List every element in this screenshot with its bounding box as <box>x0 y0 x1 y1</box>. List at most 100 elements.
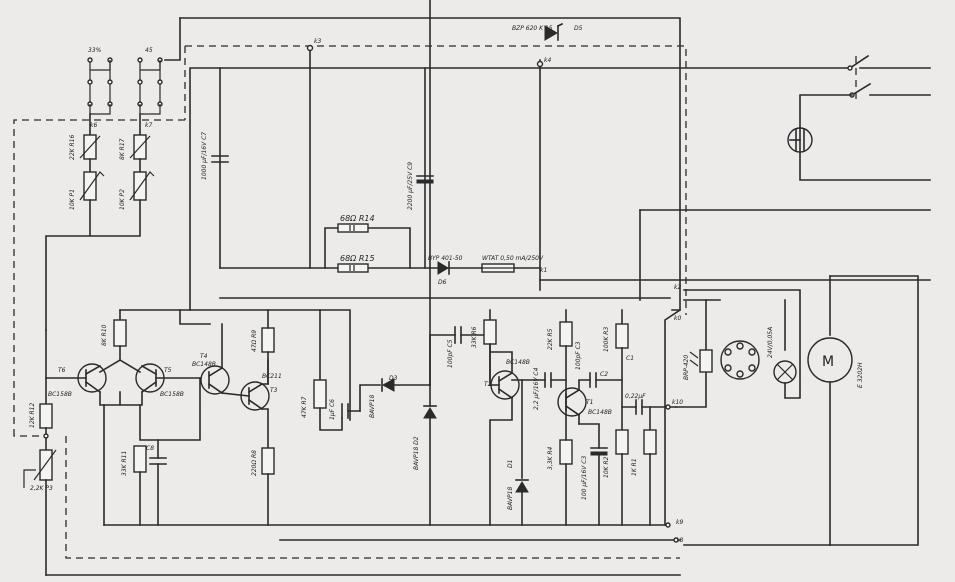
indicator-lamp-icon: 24V/0,05A <box>767 327 797 384</box>
d6-label: D6 <box>438 279 447 286</box>
capacitor-c6: 1μF C6 <box>329 399 349 420</box>
t3-label: T3 <box>270 387 278 394</box>
r3-label: 100K R3 <box>603 327 610 352</box>
c6-label: 1μF C6 <box>329 399 336 420</box>
k3-label: k3 <box>314 38 321 45</box>
k2-label: k2 <box>674 284 681 291</box>
resistor-r9: 47Ω R9 <box>251 327 275 353</box>
c5-label: 100pF C5 <box>447 339 454 368</box>
k1-label: k1 <box>540 267 547 274</box>
power-switch <box>789 54 931 181</box>
r6-label: 33K R6 <box>471 326 478 348</box>
capacitor-c5: 100pF C5 <box>447 326 462 368</box>
resistor-r8: 220Ω R8 <box>251 447 275 476</box>
resistor-r5: 22K R5 <box>547 321 573 350</box>
resistor-r7: 47K R7 <box>301 379 327 418</box>
t2-label: T2 <box>484 381 492 388</box>
r7-label: 47K R7 <box>301 396 308 418</box>
transistor-t2: T2 BC148B <box>484 359 530 400</box>
t4-type-label: BC148B <box>192 361 216 368</box>
zener-diode-d5: BZP 620 K 15 D5 <box>512 22 583 41</box>
resistor-r14: 68Ω R14 <box>337 214 375 233</box>
c1-value-label: 0,22μF <box>625 393 646 400</box>
t1-label: T1 <box>586 399 593 406</box>
r8-label: 220Ω R8 <box>251 450 258 476</box>
photo-sensor-icon: BRP-420 <box>683 349 713 380</box>
lamp2-label: 24V/0,05A <box>767 327 774 358</box>
optical-disc-icon <box>720 340 760 380</box>
resistor-r16: 22K R16 <box>69 134 101 160</box>
k9-label: k9 <box>676 519 683 526</box>
d1-type-label: BAVP18 <box>507 487 514 510</box>
d5-label: D5 <box>574 25 583 32</box>
motor-label: M <box>822 354 834 370</box>
potentiometer-p3: 2,2K P3 <box>23 449 57 492</box>
t5-type-label: BC158B <box>160 391 184 398</box>
t1-type-label: BC148B <box>588 409 612 416</box>
diode-d1: BAVP18 D1 <box>507 460 529 510</box>
transistor-t4: T4 BC148B <box>192 353 230 395</box>
capacitor-c9: 2200 μF/25V C9 <box>407 162 434 210</box>
c3-top-label: 100pF C3 <box>575 341 582 370</box>
resistor-r15: 68Ω R15 <box>337 254 375 273</box>
potentiometer-p2: 10K P2 <box>119 171 155 210</box>
d3-label: D3 <box>389 375 398 382</box>
resistor-r4: 3,3K R4 <box>547 439 573 470</box>
p3-label: 2,2K P3 <box>30 485 53 492</box>
resistor-r1: 1K R1 <box>631 429 657 476</box>
resistor-r12: 12K R12 <box>29 403 53 429</box>
range-switch: 33% 45 <box>13 47 185 430</box>
k6-label: k6 <box>90 122 97 129</box>
t5-label: T5 <box>164 367 172 374</box>
t4-label: T4 <box>200 353 208 360</box>
c2-label: C2 <box>600 371 608 378</box>
r4-label: 3,3K R4 <box>547 446 554 470</box>
lamp1-label: BRP-420 <box>683 355 690 380</box>
r5-label: 22K R5 <box>547 328 554 350</box>
r16-label: 22K R16 <box>69 135 76 160</box>
r9-label: 47Ω R9 <box>251 330 258 352</box>
c8-label: C8 <box>146 445 154 452</box>
top-wiring <box>164 17 931 315</box>
d5-type-label: BZP 620 K 15 <box>512 25 553 32</box>
k7-label: k7 <box>145 122 152 129</box>
resistor-r10: 8K R10 <box>101 319 127 347</box>
resistor-r6: 33K R6 <box>471 319 497 348</box>
r15-label: 68Ω R15 <box>340 254 375 263</box>
p2-label: 10K P2 <box>119 189 126 210</box>
d3-type-label: BAVP18 <box>369 395 376 418</box>
t6-label: T6 <box>58 367 66 374</box>
diode-d2: BAVP18 D2 <box>413 0 437 470</box>
t6-type-label: BC158B <box>48 391 72 398</box>
capacitor-c8: C8 <box>146 445 167 465</box>
range-left-label: 33% <box>88 47 102 54</box>
r2-label: 10K R2 <box>603 456 610 478</box>
k4-label: k4 <box>544 57 551 64</box>
k0-label: k0 <box>674 315 681 322</box>
d6-type-label: BYP 401-50 <box>428 255 463 262</box>
motor-type-label: E 3202H <box>857 362 864 388</box>
potentiometer-p1: 10K P1 <box>69 171 105 210</box>
c4-label: 2,2 μF/16V C4 <box>533 367 540 410</box>
r1-label: 1K R1 <box>631 458 638 476</box>
d1-label: D1 <box>507 460 514 468</box>
transistor-t3: T3 BC211 <box>240 373 282 411</box>
fuse-label: WTAT 0,50 mA/250V <box>482 255 544 262</box>
diode-d6: BYP 401-50 D6 <box>428 255 463 286</box>
r10-label: 8K R10 <box>101 324 108 346</box>
k10-label: k10 <box>672 399 683 406</box>
c7-label: 1000 μF/16V C7 <box>201 132 208 180</box>
terminal-labels: k3 k4 k1 k2 k0 k10 k9 k8 k6 k7 <box>90 38 683 544</box>
fuse: WTAT 0,50 mA/250V <box>481 255 544 273</box>
c1-label: C1 <box>626 355 634 362</box>
resistor-r17: 8K R17 <box>119 134 151 160</box>
r12-label: 12K R12 <box>29 403 36 428</box>
capacitor-c7: 1000 μF/16V C7 <box>201 132 229 180</box>
c3-label: 100 μF/16V C3 <box>581 456 588 500</box>
resistor-r3: 100K R3 <box>603 323 629 352</box>
c9-label: 2200 μF/25V C9 <box>407 162 414 210</box>
neon-indicator-icon <box>787 127 813 153</box>
d2-label: BAVP18 D2 <box>413 436 420 470</box>
capacitor-c1: C1 0,22μF <box>625 355 646 415</box>
